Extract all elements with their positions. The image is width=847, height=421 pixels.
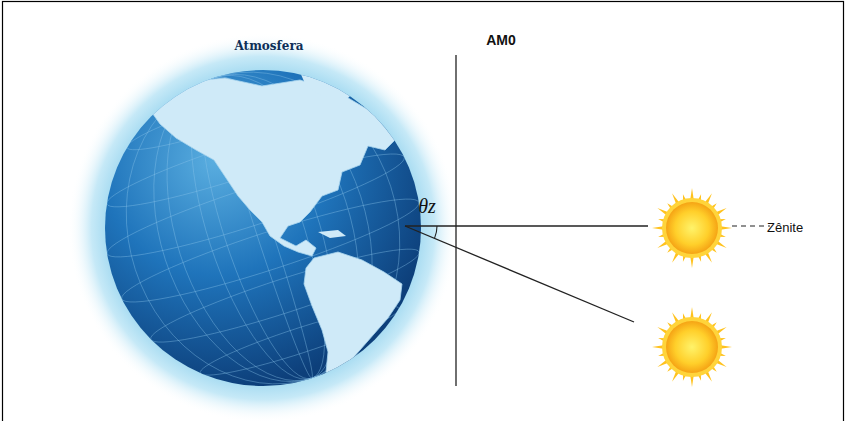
atmosphere — [68, 33, 458, 421]
zenith-dash — [732, 225, 770, 226]
greenland — [300, 70, 362, 98]
atmosphere-label: Atmosfera — [235, 40, 304, 53]
am0-label: AM0 — [486, 33, 516, 48]
earth — [105, 70, 421, 386]
earth-detail — [86, 36, 439, 420]
angle-label: θz — [418, 195, 436, 217]
zenith-line — [405, 225, 648, 226]
zenith-label: Zênite — [767, 221, 803, 235]
angle-arc — [435, 226, 438, 238]
sun — [652, 188, 732, 268]
am0-axis — [455, 55, 456, 386]
frame — [3, 2, 844, 421]
caribbean — [318, 230, 346, 238]
north-america — [150, 78, 395, 256]
sun-ray-line — [405, 226, 634, 322]
sun — [652, 307, 732, 387]
south-america — [304, 252, 402, 382]
